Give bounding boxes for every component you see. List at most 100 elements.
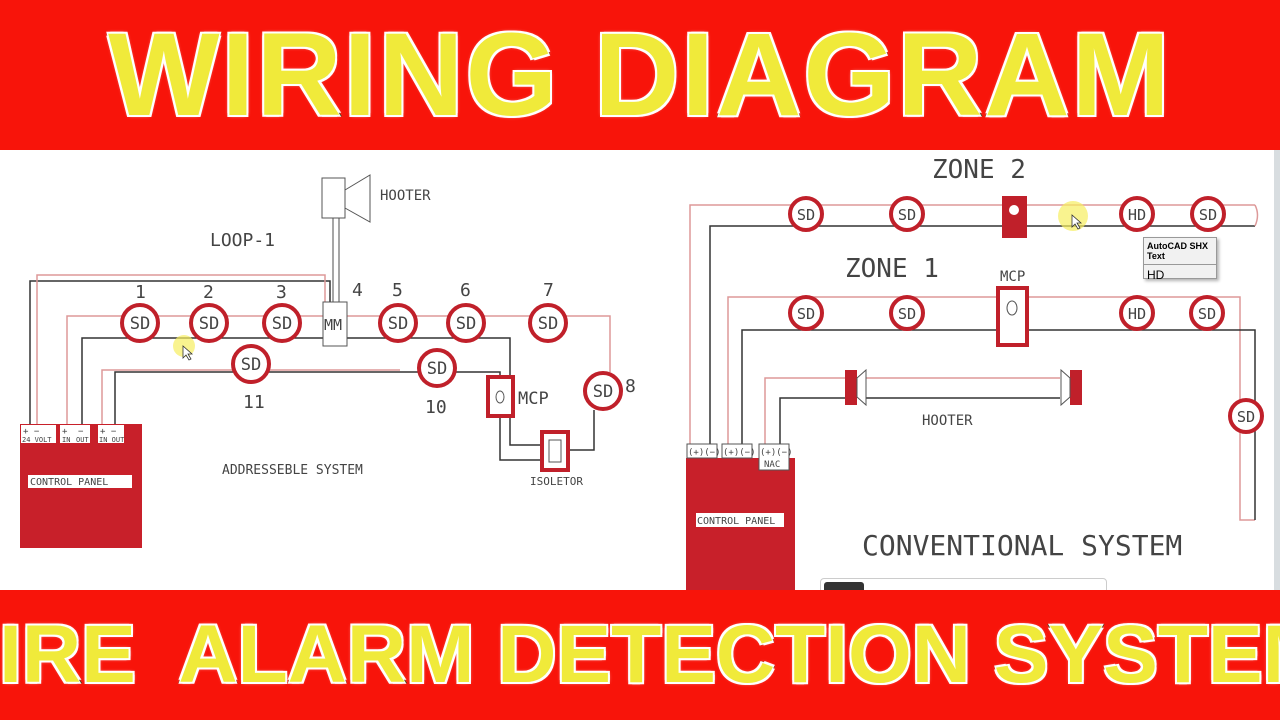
terminal-out: OUT xyxy=(76,436,89,444)
smoke-detector: SD xyxy=(378,303,418,343)
smoke-detector-label: SD xyxy=(241,355,262,375)
smoke-detector-ring xyxy=(889,196,925,232)
smoke-detector: SD xyxy=(120,303,160,343)
smoke-detector-label: SD xyxy=(199,314,220,334)
smoke-detector-label: SD xyxy=(272,314,293,334)
autocad-tooltip: AutoCAD SHX Text HD xyxy=(1143,237,1217,282)
isolator-label: ISOLETOR xyxy=(530,475,583,488)
zone1-mcp-button xyxy=(1006,300,1018,316)
smoke-detector-label: SD xyxy=(1198,305,1216,323)
smoke-detector-ring xyxy=(378,303,418,343)
isolator xyxy=(540,430,570,472)
device-number: 2 xyxy=(203,282,214,303)
control-panel-conventional: (+)(−) (+)(−) (+)(−) NAC CONTROL PANEL xyxy=(686,443,795,590)
tooltip-value: HD xyxy=(1147,268,1165,282)
terminal-in: IN xyxy=(62,436,70,444)
smoke-detector: SD xyxy=(788,196,824,232)
heat-detector: HD xyxy=(1119,295,1155,331)
smoke-detector: SD xyxy=(889,295,925,331)
heat-detector-label: HD xyxy=(1128,206,1146,224)
terminal-24v-sign: + − xyxy=(23,427,40,437)
smoke-detector-label: SD xyxy=(427,359,448,379)
title-banner: WIRING DIAGRAM xyxy=(0,0,1280,150)
smoke-detector-label: SD xyxy=(797,206,815,224)
terminal-nac-sign: (+)(−) xyxy=(760,448,793,458)
title: WIRING DIAGRAM xyxy=(107,8,1172,143)
smoke-detector-label: SD xyxy=(898,206,916,224)
subtitle-banner: FIRE ALARM DETECTION SYSTEM xyxy=(0,590,1280,720)
edge-strip xyxy=(1274,150,1280,590)
smoke-detector-label: SD xyxy=(1237,408,1255,426)
device-number: 1 xyxy=(135,282,146,303)
addressable-wiring xyxy=(29,218,611,461)
smoke-detector: SD xyxy=(1228,398,1264,434)
smoke-detector: SD xyxy=(889,196,925,232)
manual-call-point xyxy=(486,375,515,418)
terminal-in-sign: + xyxy=(62,427,68,437)
smoke-detector-ring xyxy=(120,303,160,343)
smoke-detector-ring xyxy=(231,344,271,384)
device-number: 3 xyxy=(276,282,287,303)
addressable-system-label: ADDRESSEBLE SYSTEM xyxy=(222,463,363,478)
smoke-detector-ring xyxy=(446,303,486,343)
isolator-inner xyxy=(548,439,562,463)
hooter-conventional-label: HOOTER xyxy=(922,413,973,429)
tooltip-title: AutoCAD SHX Text xyxy=(1144,238,1216,265)
terminal-24v: 24 VOLT xyxy=(22,436,52,444)
conventional-panel-label: CONTROL PANEL xyxy=(697,516,775,527)
zone1-mcp-label: MCP xyxy=(1000,269,1025,285)
smoke-detector-ring xyxy=(417,348,457,388)
smoke-detector: SD xyxy=(231,344,271,384)
smoke-detector-ring xyxy=(889,295,925,331)
cursor-icon-2 xyxy=(1071,214,1083,230)
hooter-label: HOOTER xyxy=(380,188,431,204)
hooter-conventional-2 xyxy=(1060,368,1082,407)
zone2-mcp xyxy=(1002,196,1027,238)
smoke-detector-ring xyxy=(262,303,302,343)
smoke-detector: SD xyxy=(1189,295,1225,331)
mcp-label: MCP xyxy=(518,389,549,409)
cursor-icon xyxy=(182,345,194,361)
zone-2-label: ZONE 2 xyxy=(932,155,1026,185)
device-number: 6 xyxy=(460,280,471,301)
hooter-conventional-1 xyxy=(845,368,867,407)
smoke-detector-ring xyxy=(189,303,229,343)
monitor-module xyxy=(322,301,348,347)
smoke-detector: SD xyxy=(583,371,623,411)
smoke-detector-ring xyxy=(1190,196,1226,232)
terminal-2: (+)(−) xyxy=(723,448,756,458)
smoke-detector: SD xyxy=(417,348,457,388)
zone2-mcp-button xyxy=(1009,205,1019,215)
device-number: 10 xyxy=(425,397,447,418)
smoke-detector-label: SD xyxy=(797,305,815,323)
mcp-button xyxy=(495,390,505,404)
terminal-nac: NAC xyxy=(764,460,780,470)
smoke-detector-label: SD xyxy=(538,314,559,334)
smoke-detector-label: SD xyxy=(898,305,916,323)
zone-1-label: ZONE 1 xyxy=(845,254,939,284)
smoke-detector-ring xyxy=(528,303,568,343)
heat-detector-ring xyxy=(1119,196,1155,232)
smoke-detector: SD xyxy=(446,303,486,343)
device-number: 5 xyxy=(392,280,403,301)
hooter-addressable xyxy=(321,174,371,223)
device-number: 11 xyxy=(243,392,265,413)
smoke-detector-label: SD xyxy=(130,314,151,334)
monitor-module-label: MM xyxy=(324,316,342,334)
control-panel-addressable: + − 24 VOLT + IN − OUT + − IN OUT CONTRO… xyxy=(20,424,142,548)
heat-detector-ring xyxy=(1119,295,1155,331)
smoke-detector-ring xyxy=(1228,398,1264,434)
heat-detector-label: HD xyxy=(1128,305,1146,323)
smoke-detector: SD xyxy=(788,295,824,331)
smoke-detector-label: SD xyxy=(593,382,614,402)
conventional-system-label: CONVENTIONAL SYSTEM xyxy=(862,529,1182,562)
smoke-detector-label: SD xyxy=(1199,206,1217,224)
terminal-inout-sign: + − xyxy=(100,427,117,437)
terminal-inout: IN OUT xyxy=(99,436,125,444)
smoke-detector-label: SD xyxy=(388,314,409,334)
loop-label: LOOP-1 xyxy=(210,230,275,251)
smoke-detector: SD xyxy=(262,303,302,343)
subtitle: FIRE ALARM DETECTION SYSTEM xyxy=(0,608,1280,702)
smoke-detector-label: SD xyxy=(456,314,477,334)
